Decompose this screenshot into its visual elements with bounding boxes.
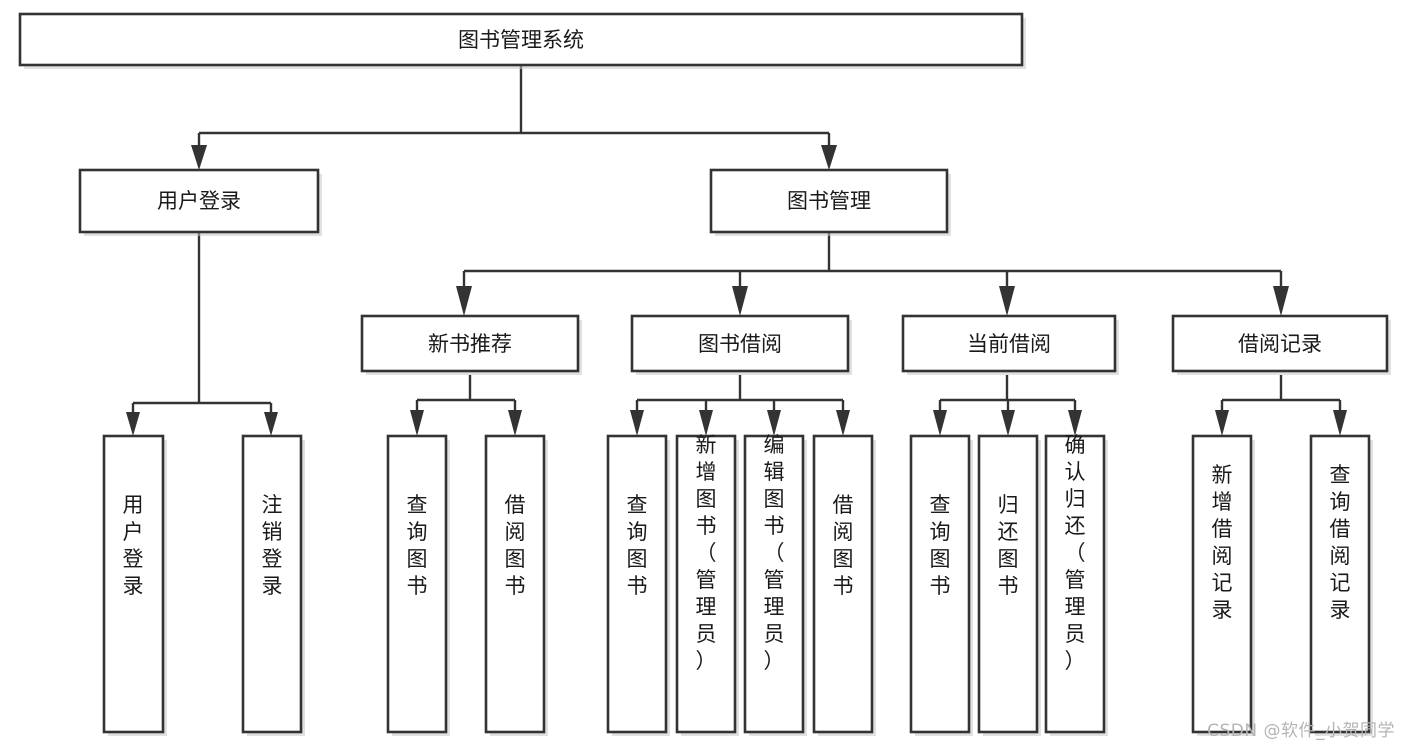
leaf-currentborrow-query-box[interactable] xyxy=(909,434,971,734)
leaf-node[interactable]: 查询图书 xyxy=(386,434,450,736)
arrowhead-to-currentborrow-icon xyxy=(999,286,1015,316)
leaf-bookborrow-edit-label: 编辑图书（管理员） xyxy=(764,433,785,673)
leaf-currentborrow-confirm-label: 确认归还（管理员） xyxy=(1065,433,1086,673)
leaf-node[interactable]: 归还图书 xyxy=(977,434,1041,736)
leaf-node[interactable]: 新增借阅记录 xyxy=(1191,434,1255,736)
leaf-newbook-borrow-box[interactable] xyxy=(484,434,546,734)
leaf-node[interactable]: 查询图书 xyxy=(606,434,670,736)
leaf-bookborrow-query-box[interactable] xyxy=(606,434,668,734)
node-root-box[interactable] xyxy=(18,12,1024,67)
node-book-borrow[interactable]: 图书借阅 xyxy=(630,314,852,375)
leaf-currentborrow-return-box[interactable] xyxy=(977,434,1039,734)
node-current-borrow-box[interactable] xyxy=(901,314,1117,373)
connector-group-book-mgmt xyxy=(456,232,1289,316)
node-book-management[interactable]: 图书管理 xyxy=(709,168,951,236)
leaf-node[interactable]: 查询图书 xyxy=(909,434,973,736)
arrowhead-bookborrow-leaf1-icon xyxy=(630,410,644,436)
leaf-borrowrecord-add-label: 新增借阅记录 xyxy=(1212,463,1233,622)
arrowhead-to-borrowrecord-icon xyxy=(1273,286,1289,316)
leaf-node[interactable]: 查询借阅记录 xyxy=(1309,434,1373,736)
connector-group-new-book xyxy=(410,375,522,436)
leaf-bookborrow-add-label: 新增图书（管理员） xyxy=(696,433,717,673)
leaf-currentborrow-query-label: 查询图书 xyxy=(930,493,951,598)
arrowhead-to-newbook-icon xyxy=(456,286,472,316)
node-borrow-record[interactable]: 借阅记录 xyxy=(1171,314,1391,375)
leaf-node[interactable]: 确认归还（管理员） xyxy=(1044,433,1108,736)
arrowhead-to-bookborrow-icon xyxy=(732,286,748,316)
leaf-bookborrow-borrow-label: 借阅图书 xyxy=(833,493,854,598)
leaf-newbook-borrow-label: 借阅图书 xyxy=(505,493,526,598)
node-borrow-record-label: 借阅记录 xyxy=(1238,332,1322,356)
node-current-borrow-label: 当前借阅 xyxy=(967,332,1051,356)
arrowhead-bookborrow-leaf3-icon xyxy=(767,410,781,436)
node-book-management-label: 图书管理 xyxy=(787,189,871,213)
node-book-borrow-label: 图书借阅 xyxy=(698,332,782,356)
leaf-bookborrow-add-box[interactable] xyxy=(675,434,737,734)
leaf-currentborrow-confirm-box[interactable] xyxy=(1044,434,1106,734)
connector-group-root xyxy=(191,65,837,170)
arrowhead-root-to-bookmgmt-icon xyxy=(821,145,837,170)
leaf-logout-label: 注销登录 xyxy=(262,493,283,598)
node-book-management-box[interactable] xyxy=(709,168,949,234)
arrowhead-currentborrow-leaf1-icon xyxy=(933,410,947,436)
node-borrow-record-box[interactable] xyxy=(1171,314,1389,373)
node-new-book-recommend[interactable]: 新书推荐 xyxy=(360,314,582,375)
arrowhead-bookborrow-leaf2-icon xyxy=(699,410,713,436)
node-root-label: 图书管理系统 xyxy=(458,28,584,52)
leaf-bookborrow-edit-box[interactable] xyxy=(743,434,805,734)
leaf-node[interactable]: 编辑图书（管理员） xyxy=(743,433,807,736)
connector-group-user-login xyxy=(126,232,278,436)
arrowhead-newbook-leaf1-icon xyxy=(410,410,424,436)
node-book-borrow-box[interactable] xyxy=(630,314,850,373)
leaf-user-login-label: 用户登录 xyxy=(123,493,144,598)
csdn-watermark: CSDN @软件_小贺同学 xyxy=(1207,721,1395,741)
node-new-book-recommend-label: 新书推荐 xyxy=(428,332,512,356)
arrowhead-currentborrow-leaf3-icon xyxy=(1068,410,1082,436)
leaf-node[interactable]: 借阅图书 xyxy=(812,434,876,736)
node-new-book-recommend-box[interactable] xyxy=(360,314,580,373)
arrowhead-login-leaf2-icon xyxy=(264,412,278,436)
node-root[interactable]: 图书管理系统 xyxy=(18,12,1026,69)
arrowhead-borrowrecord-leaf2-icon xyxy=(1333,410,1347,436)
arrowhead-bookborrow-leaf4-icon xyxy=(836,410,850,436)
leaf-borrowrecord-query-box[interactable] xyxy=(1309,434,1371,734)
arrowhead-newbook-leaf2-icon xyxy=(508,410,522,436)
leaf-borrowrecord-query-label: 查询借阅记录 xyxy=(1330,463,1351,622)
arrowhead-login-leaf1-icon xyxy=(126,412,140,436)
node-user-login[interactable]: 用户登录 xyxy=(78,168,322,236)
leaf-node[interactable]: 新增图书（管理员） xyxy=(675,433,739,736)
leaf-bookborrow-borrow-box[interactable] xyxy=(812,434,874,734)
leaf-node[interactable]: 注销登录 xyxy=(241,434,305,736)
node-user-login-box[interactable] xyxy=(78,168,320,234)
leaf-newbook-query-label: 查询图书 xyxy=(407,493,428,598)
node-current-borrow[interactable]: 当前借阅 xyxy=(901,314,1119,375)
connector-group-current-borrow xyxy=(933,375,1082,436)
arrowhead-borrowrecord-leaf1-icon xyxy=(1215,410,1229,436)
leaf-currentborrow-return-label: 归还图书 xyxy=(998,493,1019,598)
leaf-bookborrow-query-label: 查询图书 xyxy=(627,493,648,598)
leaf-logout-box[interactable] xyxy=(241,434,303,734)
leaf-newbook-query-box[interactable] xyxy=(386,434,448,734)
leaf-user-login-box[interactable] xyxy=(102,434,165,734)
leaf-node[interactable]: 用户登录 xyxy=(102,434,167,736)
leaf-node[interactable]: 借阅图书 xyxy=(484,434,548,736)
leaf-borrowrecord-add-box[interactable] xyxy=(1191,434,1253,734)
arrowhead-currentborrow-leaf2-icon xyxy=(1001,410,1015,436)
connector-group-book-borrow xyxy=(630,375,850,436)
arrowhead-root-to-login-icon xyxy=(191,145,207,170)
connector-group-borrow-record xyxy=(1215,375,1347,436)
node-user-login-label: 用户登录 xyxy=(157,189,241,213)
